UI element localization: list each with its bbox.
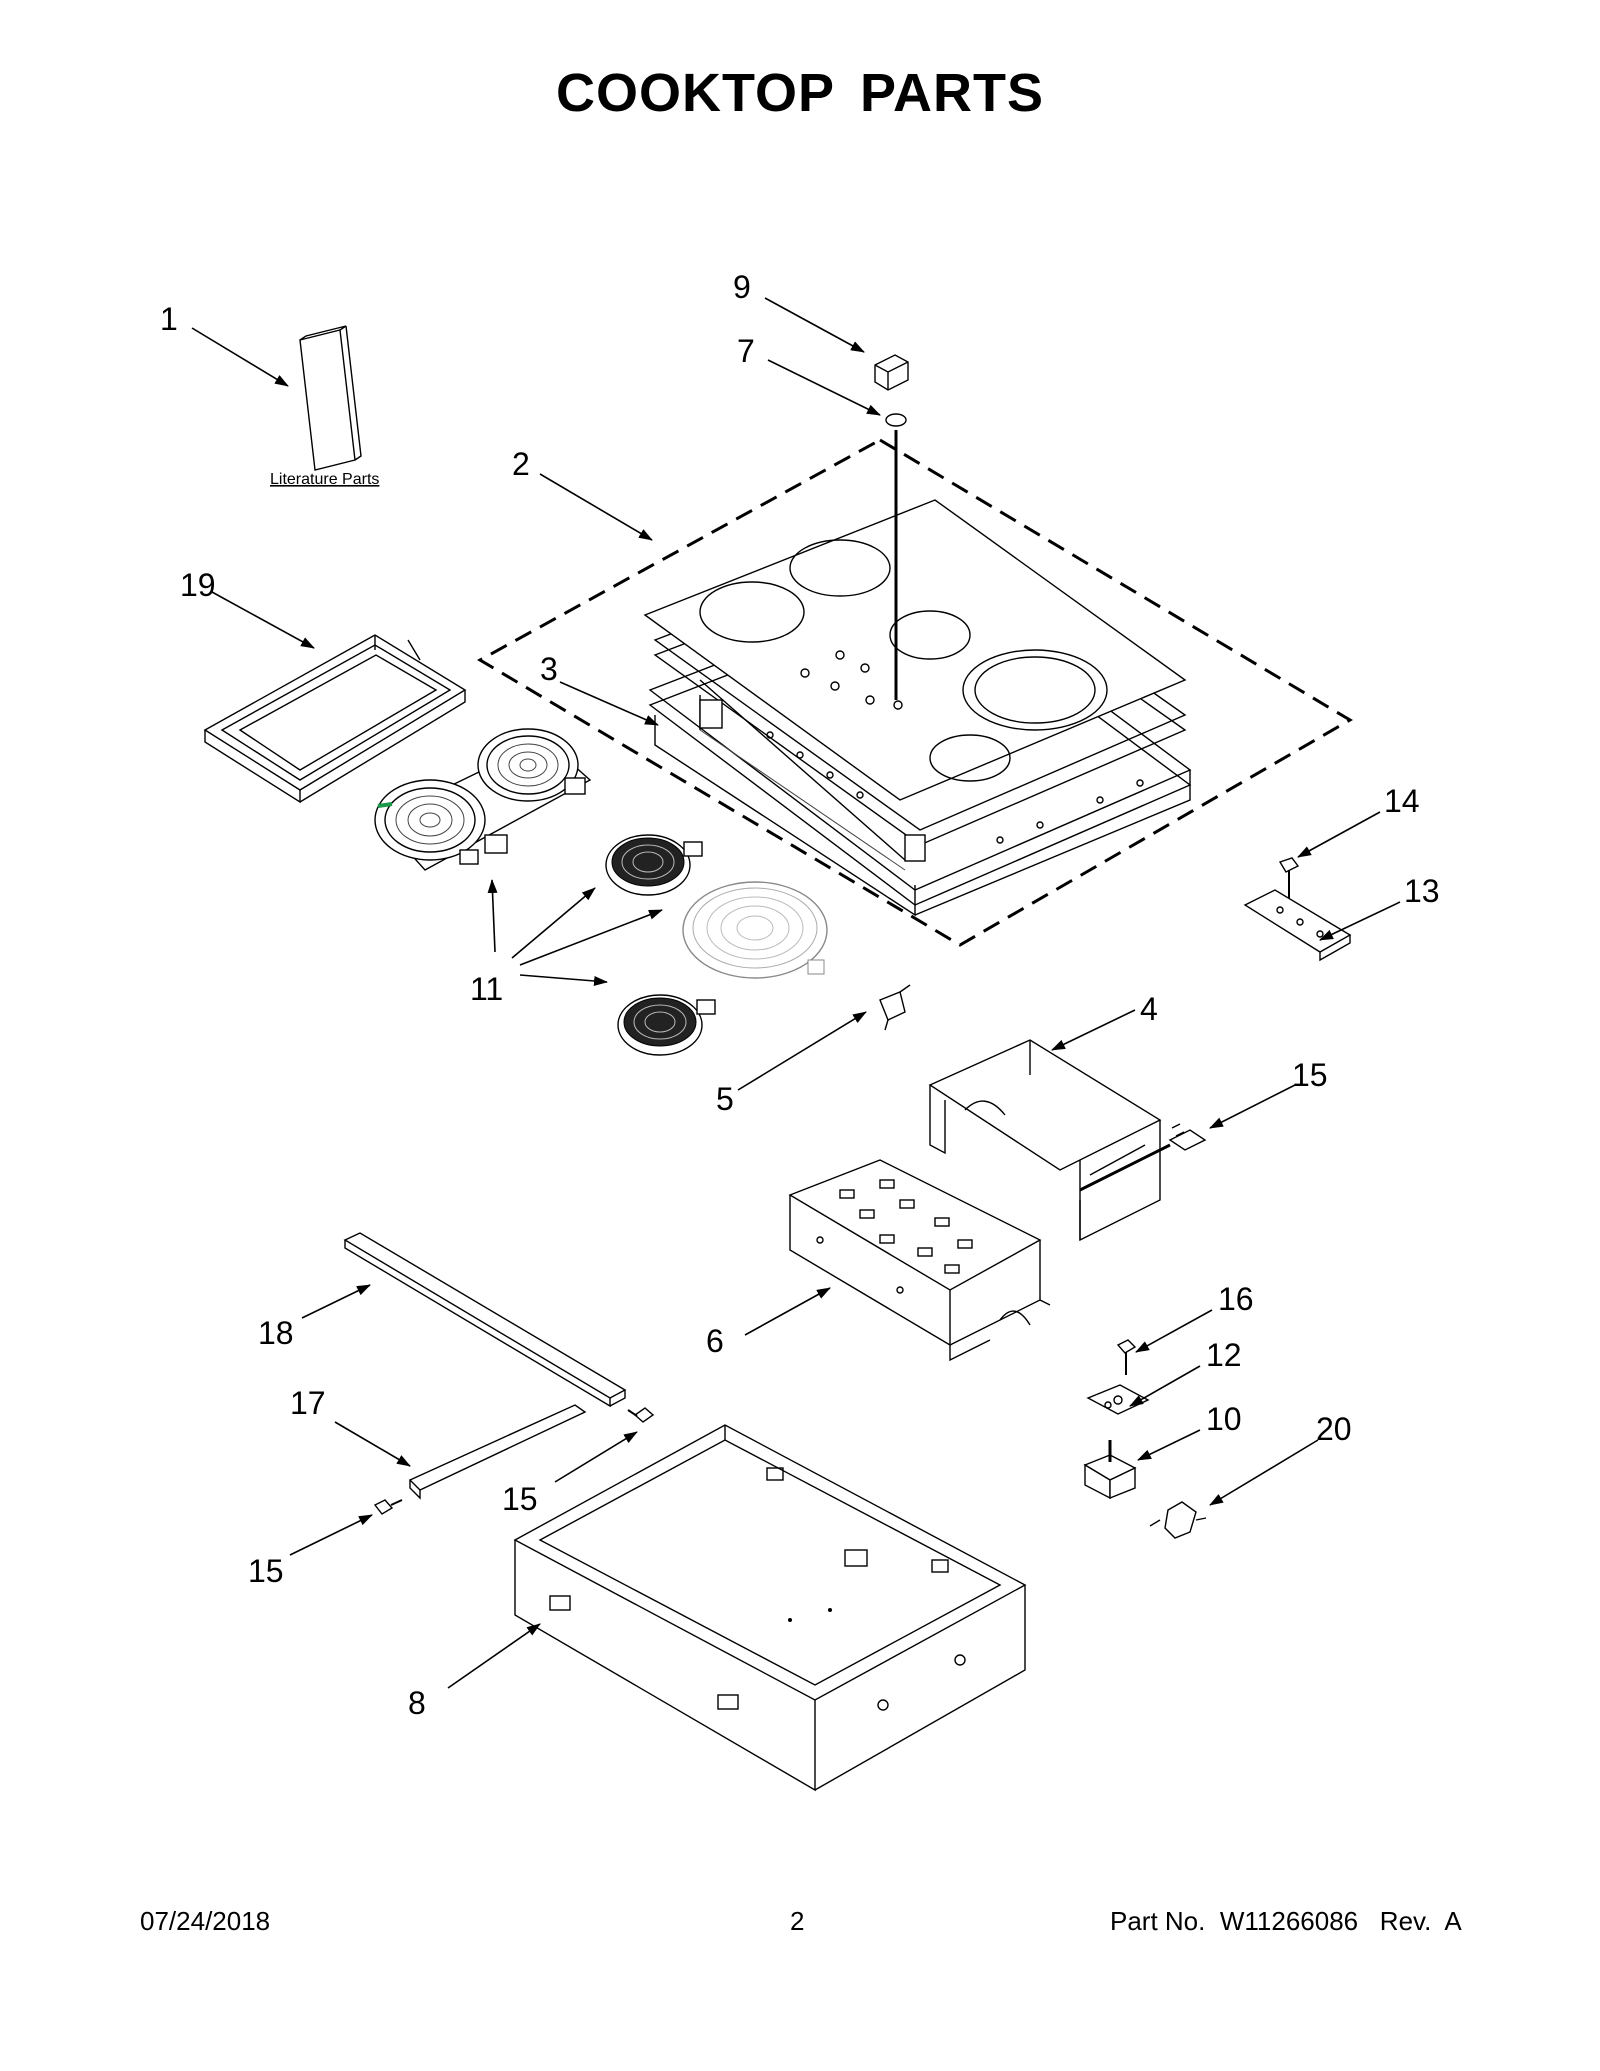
callout-3: 3 (540, 651, 558, 687)
callout-20: 20 (1316, 1411, 1352, 1447)
harness-connector (1149, 1501, 1207, 1539)
callout-7: 7 (737, 333, 755, 369)
screw-left (373, 1499, 403, 1515)
side-rail-long (343, 1232, 627, 1408)
callout-15-left: 15 (248, 1553, 284, 1589)
double-burner-element (374, 728, 592, 871)
screw-right (1168, 1123, 1207, 1151)
callout-15-center: 15 (502, 1481, 538, 1517)
callout-16: 16 (1218, 1281, 1254, 1317)
footer-part-number: Part No. W11266086 Rev. A (1110, 1906, 1462, 1937)
rev-label: Rev. (1379, 1906, 1432, 1936)
literature-parts-label: Literature Parts (270, 471, 379, 488)
infinite-switch (1083, 1440, 1137, 1500)
footer-page-number: 2 (790, 1906, 805, 1936)
switch-plate (1086, 1384, 1150, 1415)
callout-11: 11 (470, 971, 503, 1007)
control-knob (874, 354, 909, 391)
callout-13: 13 (1404, 873, 1440, 909)
callout-8: 8 (408, 1685, 426, 1721)
small-burner-element-upper (605, 834, 703, 896)
cooktop-assembly-boundary (476, 438, 1353, 947)
page-title: COOKTOP PARTS (555, 63, 1045, 123)
callout-17: 17 (290, 1385, 326, 1421)
part-number-value: W11266086 (1219, 1906, 1359, 1936)
griddle-tray (203, 634, 467, 804)
electronic-box-cover (928, 1039, 1171, 1242)
callout-1: 1 (160, 301, 178, 337)
callout-14: 14 (1384, 783, 1420, 819)
literature-parts-book: Literature Parts (270, 325, 379, 488)
callout-10: 10 (1206, 1401, 1242, 1437)
part-label: Part No. (1110, 1906, 1206, 1936)
screw-center (627, 1407, 655, 1423)
side-rail-short (408, 1404, 587, 1500)
mounting-bracket (1243, 889, 1352, 962)
callout-leaders (191, 297, 1401, 1689)
footer-date: 07/24/2018 (140, 1906, 271, 1936)
small-burner-element-lower (617, 994, 716, 1056)
callout-12: 12 (1206, 1337, 1242, 1373)
mounting-screw-top (1278, 857, 1300, 900)
callout-numbers: 1 2 3 9 7 19 11 5 4 15 14 13 6 18 17 15 … (160, 269, 1440, 1721)
callout-2: 2 (512, 446, 530, 482)
callout-5: 5 (716, 1081, 734, 1117)
callout-19: 19 (180, 567, 216, 603)
knob-washer (885, 413, 907, 427)
switch-screw (1116, 1339, 1137, 1375)
limiter-switch (879, 984, 911, 1031)
callout-18: 18 (258, 1315, 294, 1351)
large-radiant-element (682, 881, 828, 979)
callout-9: 9 (733, 269, 751, 305)
rev-value: A (1444, 1906, 1462, 1936)
electronics-box-base (788, 1159, 1051, 1362)
callout-6: 6 (706, 1323, 724, 1359)
callout-4: 4 (1140, 991, 1158, 1027)
cooktop-chassis-box (513, 1424, 1027, 1792)
cooktop-glass-assembly (643, 499, 1192, 917)
callout-15-right: 15 (1292, 1057, 1328, 1093)
